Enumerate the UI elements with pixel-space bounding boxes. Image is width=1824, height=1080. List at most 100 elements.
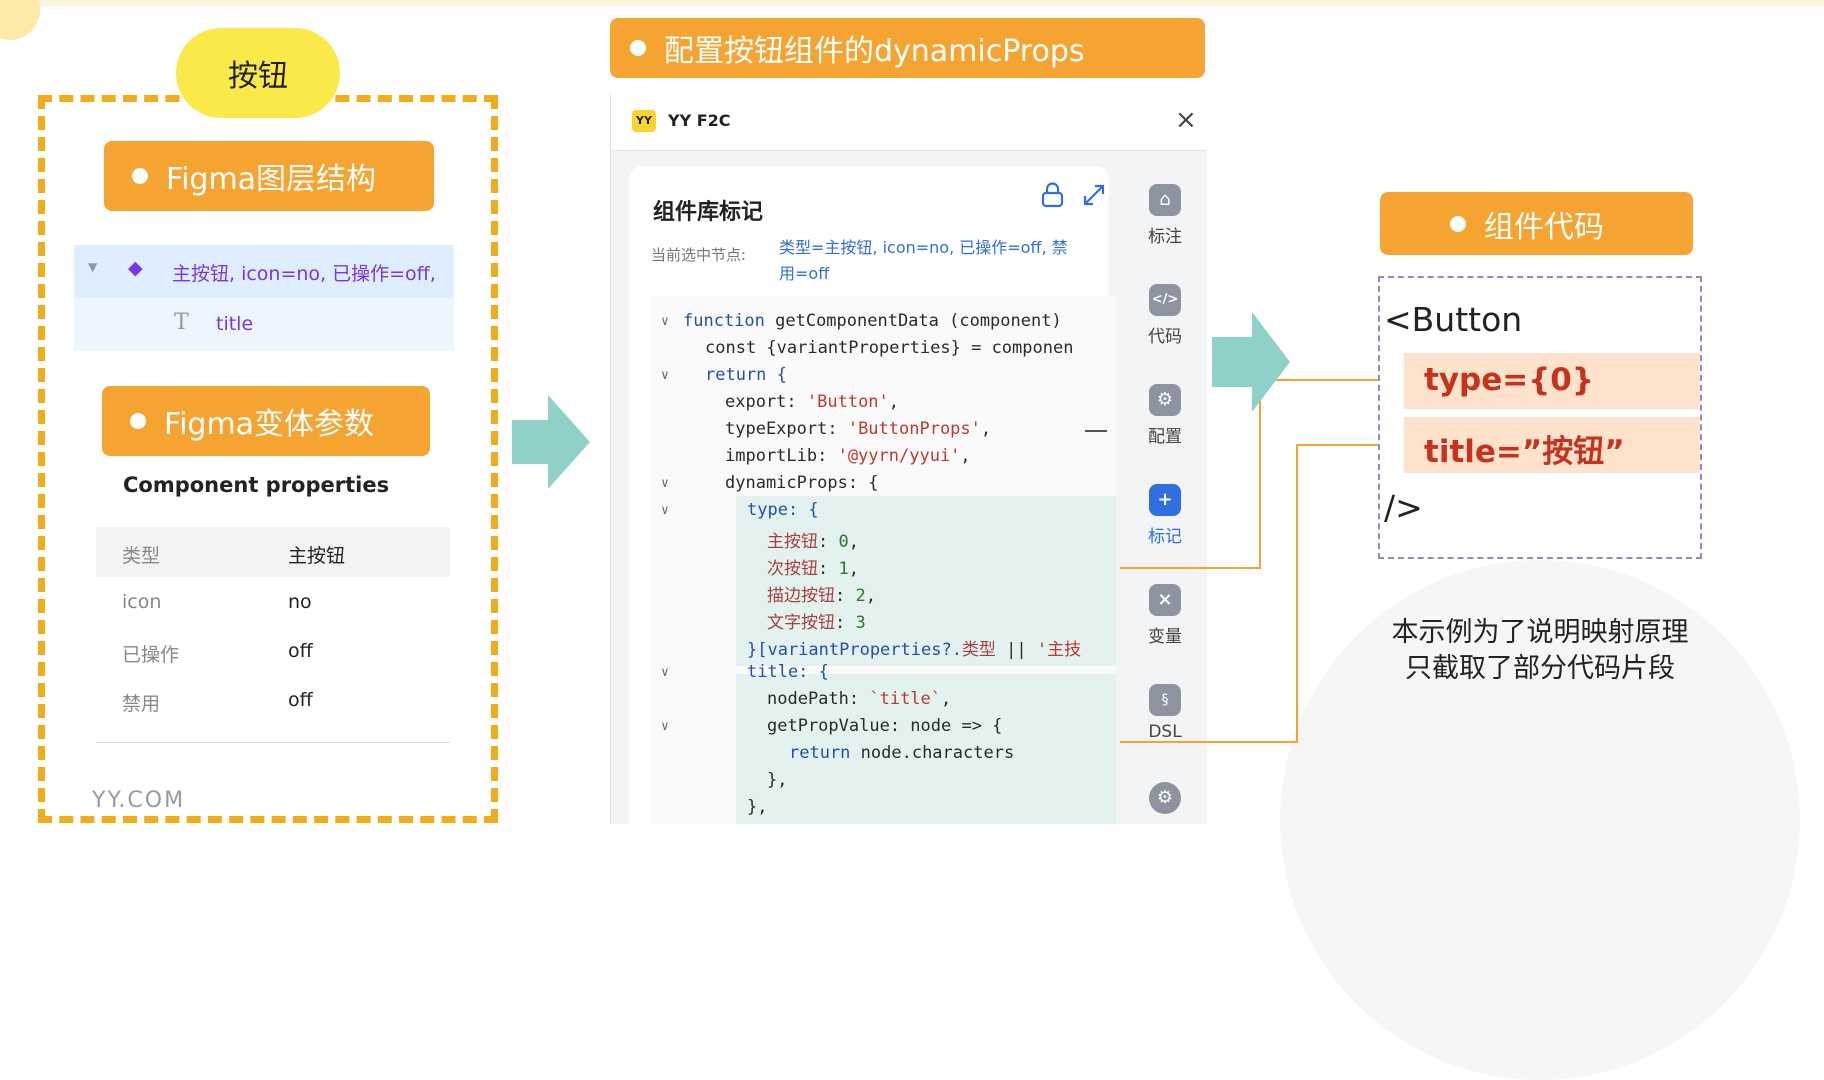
code-line: 文字按钮: 3 bbox=[767, 613, 866, 633]
app-title: YY F2C bbox=[668, 111, 731, 130]
props-row: 禁用 off bbox=[96, 675, 450, 724]
bullet-icon bbox=[1450, 215, 1466, 232]
fold-chevron-icon[interactable]: ∨ bbox=[661, 314, 669, 329]
code-line: 主按钮: 0, bbox=[767, 532, 859, 552]
note-text: 本示例为了说明映射原理 只截取了部分代码片段 bbox=[1360, 615, 1720, 687]
code-close-tag: /> bbox=[1384, 488, 1423, 527]
bullet-icon bbox=[130, 413, 146, 429]
close-icon[interactable]: × bbox=[1175, 105, 1197, 135]
sidebar-item-label: 标注 bbox=[1148, 227, 1182, 247]
code-open-tag: <Button bbox=[1384, 300, 1523, 339]
variable-icon: × bbox=[1149, 584, 1181, 616]
component-diamond-icon: ◆ bbox=[128, 257, 143, 279]
props-divider bbox=[96, 742, 450, 743]
sidebar-item-variables[interactable]: × 变量 bbox=[1125, 584, 1205, 647]
code-line: dynamicProps: { bbox=[725, 473, 879, 493]
sidebar-item-config[interactable]: ⚙ 配置 bbox=[1125, 384, 1205, 447]
sidebar-item-label: 配置 bbox=[1148, 427, 1182, 447]
sidebar-item-settings[interactable]: ⚙ bbox=[1125, 782, 1205, 820]
text-layer-icon: T bbox=[174, 310, 189, 335]
code-line: export: 'Button', bbox=[725, 392, 900, 412]
folder-settings-icon: ⚙ bbox=[1149, 384, 1181, 416]
sidebar-item-label: DSL bbox=[1148, 722, 1182, 742]
section-title: 组件库标记 bbox=[653, 200, 764, 225]
node-label: 当前选中节点: bbox=[651, 246, 747, 264]
prop-value: 主按钮 bbox=[288, 545, 346, 567]
code-line: 次按钮: 1, bbox=[767, 559, 859, 579]
sidebar-item-annotate[interactable]: ⌂ 标注 bbox=[1125, 184, 1205, 247]
prop-type: type={0} bbox=[1424, 362, 1594, 398]
note-line: 本示例为了说明映射原理 bbox=[1391, 617, 1689, 648]
resize-handle[interactable] bbox=[1085, 430, 1107, 432]
plugin-sidebar: ⌂ 标注 </> 代码 ⚙ 配置 + 标记 × 变量 § DSL ⚙ bbox=[1125, 164, 1205, 824]
mapping-connectors bbox=[1120, 373, 1398, 743]
code-line: return { bbox=[705, 365, 787, 385]
dsl-icon: § bbox=[1149, 684, 1181, 716]
home-icon: ⌂ bbox=[1149, 184, 1181, 216]
fold-chevron-icon[interactable]: ∨ bbox=[661, 368, 669, 383]
sidebar-item-dsl[interactable]: § DSL bbox=[1125, 684, 1205, 742]
code-line: type: { bbox=[747, 500, 819, 520]
code-line: }, bbox=[747, 797, 768, 817]
layer-structure-pill: Figma图层结构 bbox=[104, 141, 434, 211]
lock-icon[interactable] bbox=[1041, 182, 1064, 208]
prop-value: off bbox=[288, 640, 313, 662]
prop-value: no bbox=[288, 591, 312, 613]
component-code-box: <Button type={0} title=”按钮” /> bbox=[1378, 276, 1702, 559]
variant-params-pill: Figma变体参数 bbox=[102, 386, 430, 456]
prop-type-row: type={0} bbox=[1404, 353, 1700, 409]
code-highlight-title bbox=[736, 674, 1116, 824]
dynamic-props-pill: 配置按钮组件的dynamicProps bbox=[610, 18, 1205, 78]
sidebar-item-label: 标记 bbox=[1148, 527, 1182, 547]
sidebar-item-label: 代码 bbox=[1148, 327, 1182, 347]
node-value-line1: 类型=主按钮, icon=no, 已操作=off, 禁 bbox=[779, 238, 1068, 257]
props-table: 类型 主按钮 icon no 已操作 off 禁用 off bbox=[96, 527, 450, 724]
layer-row-child[interactable]: T title bbox=[74, 298, 454, 351]
fold-chevron-icon[interactable]: ∨ bbox=[661, 476, 669, 491]
prop-title: title=”按钮” bbox=[1424, 434, 1625, 470]
component-badge: 按钮 bbox=[176, 28, 340, 118]
props-row: 类型 主按钮 bbox=[96, 527, 450, 577]
code-line: 描边按钮: 2, bbox=[767, 586, 876, 606]
pill-label: 组件代码 bbox=[1484, 209, 1604, 245]
sidebar-item-mark[interactable]: + 标记 bbox=[1125, 484, 1205, 547]
layer-row-main[interactable]: ▼ ◆ 主按钮, icon=no, 已操作=off, bbox=[74, 245, 454, 298]
code-line: }[variantProperties?.类型 || '主技 bbox=[747, 640, 1082, 660]
fold-chevron-icon[interactable]: ∨ bbox=[661, 665, 669, 680]
caret-down-icon[interactable]: ▼ bbox=[88, 260, 98, 274]
note-line: 只截取了部分代码片段 bbox=[1405, 653, 1675, 684]
plugin-titlebar: YY YY F2C × bbox=[611, 94, 1207, 151]
layer-tree: ▼ ◆ 主按钮, icon=no, 已操作=off, T title bbox=[74, 245, 454, 351]
layer-name: 主按钮, icon=no, 已操作=off, bbox=[172, 263, 436, 285]
bookmark-plus-icon: + bbox=[1149, 484, 1181, 516]
prop-title-row: title=”按钮” bbox=[1404, 417, 1700, 473]
code-line: importLib: '@yyrn/yyui', bbox=[725, 446, 971, 466]
pill-label: Figma图层结构 bbox=[166, 162, 377, 197]
plugin-window: YY YY F2C × 组件库标记 当前选中节点: 类型=主按钮, icon=n… bbox=[610, 94, 1207, 824]
sidebar-item-code[interactable]: </> 代码 bbox=[1125, 284, 1205, 347]
props-title: Component properties bbox=[123, 473, 390, 497]
flow-arrow-right bbox=[1212, 312, 1290, 412]
code-line: getPropValue: node => { bbox=[767, 716, 1003, 736]
code-line: }, bbox=[767, 770, 788, 790]
code-icon: </> bbox=[1149, 284, 1181, 316]
bullet-icon bbox=[132, 168, 148, 184]
expand-icon[interactable] bbox=[1081, 182, 1107, 212]
sidebar-item-label: 变量 bbox=[1148, 627, 1182, 647]
prop-key: icon bbox=[122, 591, 162, 613]
prop-key: 类型 bbox=[122, 545, 161, 567]
code-highlight-type bbox=[736, 496, 1116, 666]
prop-key: 禁用 bbox=[122, 693, 161, 715]
node-value-line2: 用=off bbox=[779, 264, 830, 283]
code-line: function getComponentData (component) bbox=[683, 311, 1062, 331]
prop-key: 已操作 bbox=[122, 644, 180, 666]
pill-label: 配置按钮组件的dynamicProps bbox=[664, 34, 1085, 69]
code-line: title: { bbox=[747, 662, 829, 682]
props-row: icon no bbox=[96, 577, 450, 626]
fold-chevron-icon[interactable]: ∨ bbox=[661, 503, 669, 518]
code-line: const {variantProperties} = componen bbox=[705, 338, 1074, 358]
watermark: YY.COM bbox=[92, 788, 186, 813]
fold-chevron-icon[interactable]: ∨ bbox=[661, 719, 669, 734]
code-editor[interactable]: ∨ function getComponentData (component) … bbox=[651, 296, 1116, 824]
bullet-icon bbox=[630, 40, 646, 56]
